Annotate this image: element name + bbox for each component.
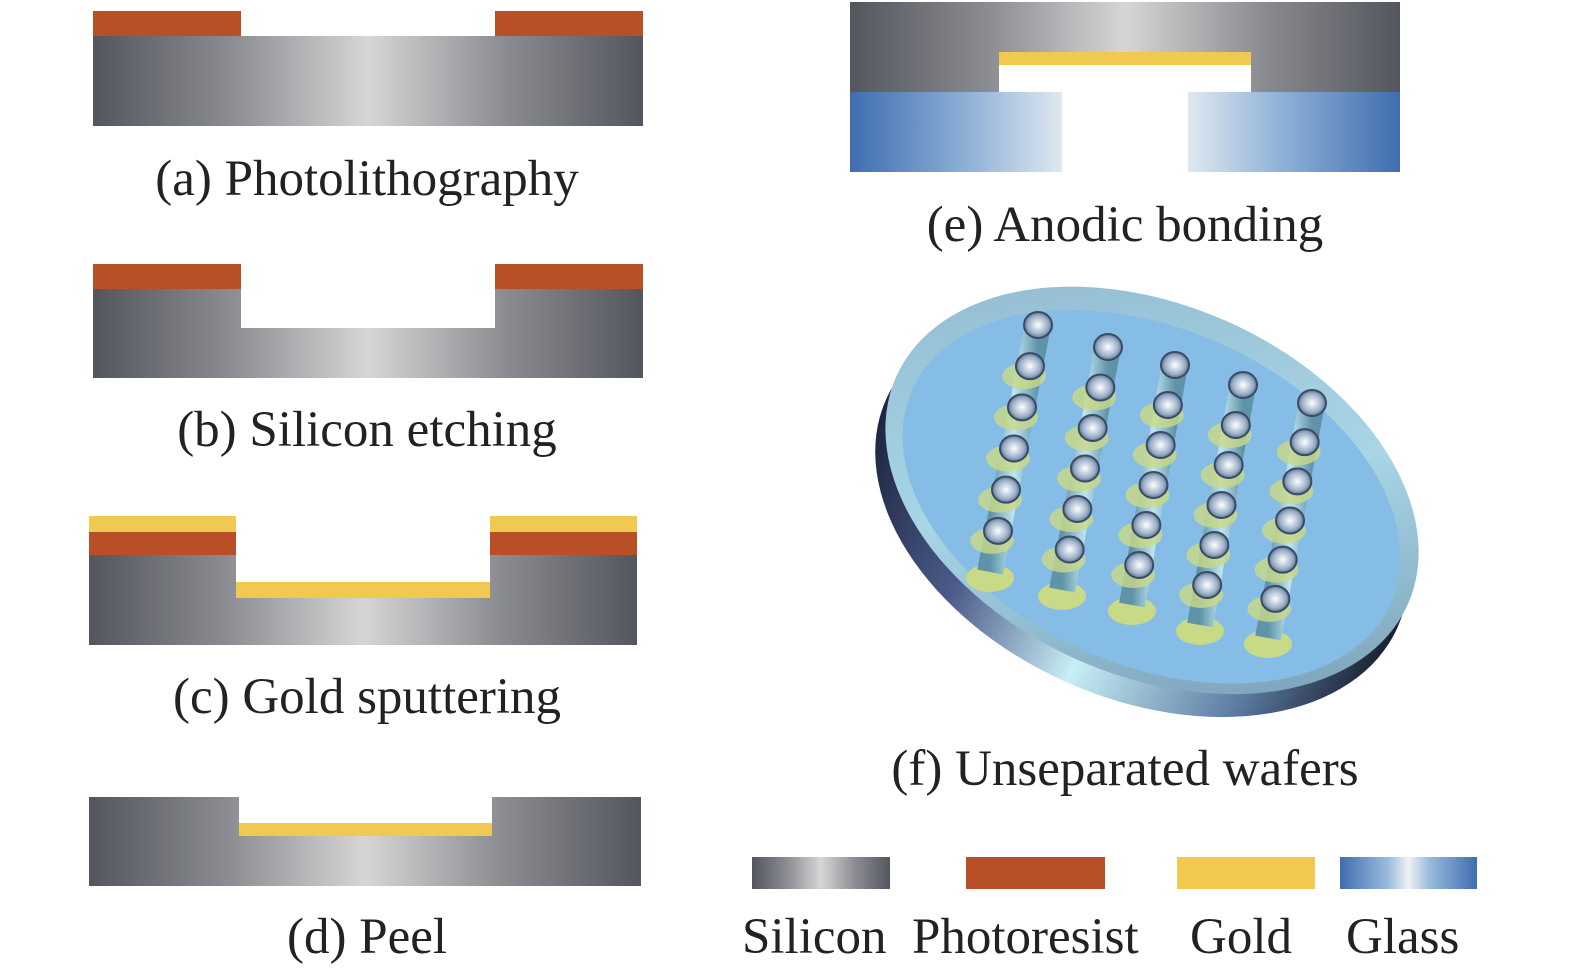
pillar-ring [1199,531,1230,559]
pillar-ring [1213,451,1244,479]
pillar-ring [1289,428,1320,457]
gold-layer-cavity [236,582,490,598]
glass-layer-left [850,92,1062,172]
pillar-ring [1220,411,1251,439]
pillar-array [966,311,1327,658]
pillar-ring [1206,491,1237,519]
pillar-ring [1145,431,1176,459]
pillar-ring [1267,545,1298,574]
panel-label: (f) Unseparated wafers [891,741,1359,797]
pillar-ring [1054,535,1085,564]
legend-swatch-glass [1340,857,1477,889]
etched-cavity [239,797,492,823]
legend-label-photoresist: Photoresist [912,909,1139,965]
legend-swatch-silicon [752,857,890,889]
pillar-ring [1015,352,1045,381]
legend-label-glass: Glass [1346,909,1460,965]
pillar-ring [1260,584,1291,613]
pillar-top [1297,389,1327,417]
panel-label: (d) Peel [286,909,448,965]
pillar-ring [1007,393,1037,422]
photoresist-layer-right [495,264,643,289]
panel-label: (a) Photolithography [155,151,579,207]
glass-layer-right [1188,92,1400,172]
pillar-ring [999,434,1029,463]
photoresist-layer-right [490,532,637,555]
pillar-ring [1131,511,1162,539]
photoresist-layer-left [93,11,241,36]
etched-cavity [241,289,495,328]
photoresist-layer-left [89,532,236,555]
pillar-ring [1275,506,1305,535]
pillar-ring [1085,373,1116,402]
pillar-ring [1138,471,1169,499]
pillar-ring [1070,454,1100,483]
panel-label: (e) Anodic bonding [926,197,1324,253]
pillar-top [1093,333,1123,361]
pillar-ring [1062,495,1093,523]
pillar-ring [1152,391,1183,419]
pillar-ring [1282,467,1313,496]
panel-label: (b) Silicon etching [177,402,557,458]
gold-layer-left [89,516,236,532]
pillar-top [1228,371,1258,399]
silicon-wafer [93,36,643,126]
pillar-top [1160,351,1190,379]
gold-layer [999,52,1251,65]
photoresist-layer-right [495,11,643,36]
legend-swatch-gold [1177,857,1315,889]
panel-label: (c) Gold sputtering [172,669,562,725]
pillar-ring [1077,414,1108,442]
pillar-top [1023,311,1053,339]
etched-cavity [236,555,490,582]
photoresist-layer-left [93,264,241,289]
legend-label-silicon: Silicon [742,909,887,965]
legend-label-gold: Gold [1190,909,1292,965]
gold-layer-right [490,516,637,532]
gold-layer-cavity [239,823,492,836]
pillar-ring [1124,551,1155,579]
pillar-ring [1192,571,1223,599]
pillar-ring [983,516,1013,545]
legend-swatch-photoresist [966,857,1105,889]
pillar-ring [991,475,1021,504]
